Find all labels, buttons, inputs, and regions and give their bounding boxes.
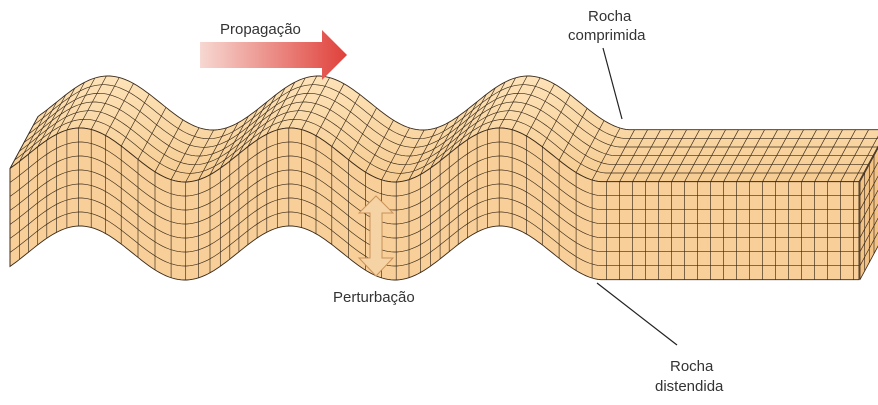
compressed-rock-leader-line bbox=[603, 48, 622, 119]
stretched-rock-leader-line bbox=[597, 283, 677, 345]
stretched-rock-label-line2: distendida bbox=[655, 378, 724, 395]
stretched-rock-label-line1: Rocha bbox=[670, 358, 714, 375]
rock-block bbox=[10, 76, 878, 280]
disturbance-label: Perturbação bbox=[333, 289, 415, 306]
compressed-rock-label-line1: Rocha bbox=[588, 8, 632, 25]
compressed-rock-label-line2: comprimida bbox=[568, 27, 646, 44]
propagation-label: Propagação bbox=[220, 21, 301, 38]
